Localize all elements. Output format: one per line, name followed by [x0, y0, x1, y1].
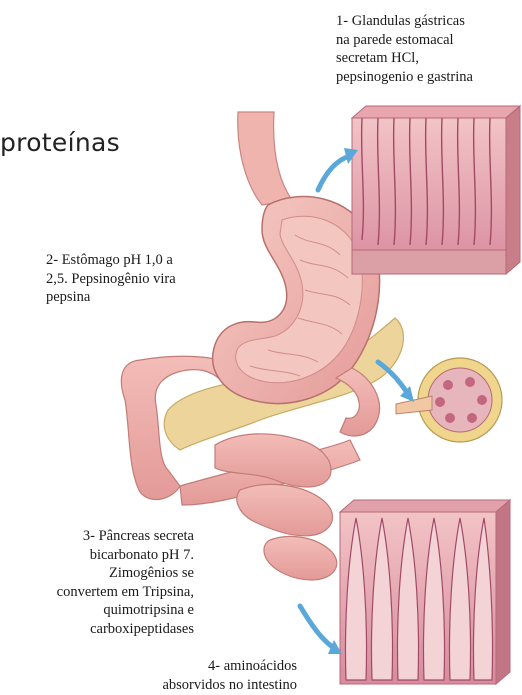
pancreas-label-line: carboxipeptidases — [57, 620, 194, 639]
intestinal-villi-tissue — [340, 500, 510, 684]
stomach-label: 2- Estômago pH 1,0 a 2,5. Pepsinogênio v… — [46, 251, 176, 307]
stomach-label-line: 2- Estômago pH 1,0 a — [46, 251, 176, 270]
stomach-label-line: pepsina — [46, 288, 176, 307]
page-title: proteínas — [0, 128, 120, 157]
arrow-to-acinus — [378, 362, 408, 394]
stomach-label-line: 2,5. Pepsinogênio vira — [46, 270, 176, 289]
gland-label-line: pepsinogenio e gastrina — [336, 68, 473, 87]
arrow-to-villi — [300, 606, 334, 648]
arrow-to-gland — [318, 156, 350, 190]
pancreas-label-line: bicarbonato pH 7. — [57, 546, 194, 565]
pancreas-label-line: 3- Pâncreas secreta — [57, 527, 194, 546]
gland-label: 1- Glandulas gástricas na parede estomac… — [336, 12, 473, 86]
intestine-label-line: absorvidos no intestino — [162, 676, 297, 695]
pancreas-label: 3- Pâncreas secreta bicarbonato pH 7. Zi… — [57, 527, 194, 638]
gland-label-line: secretam HCl, — [336, 49, 473, 68]
gastric-gland-tissue — [352, 106, 520, 274]
gland-label-line: 1- Glandulas gástricas — [336, 12, 473, 31]
intestine-label-line: 4- aminoácidos — [162, 657, 297, 676]
small-intestine — [215, 434, 337, 580]
esophagus — [238, 112, 292, 205]
pancreas-label-line: convertem em Tripsina, — [57, 583, 194, 602]
intestine-label: 4- aminoácidos absorvidos no intestino — [162, 657, 297, 694]
pancreas-label-line: Zimogênios se — [57, 564, 194, 583]
gland-label-line: na parede estomacal — [336, 31, 473, 50]
pancreas-label-line: quimotripsina e — [57, 601, 194, 620]
